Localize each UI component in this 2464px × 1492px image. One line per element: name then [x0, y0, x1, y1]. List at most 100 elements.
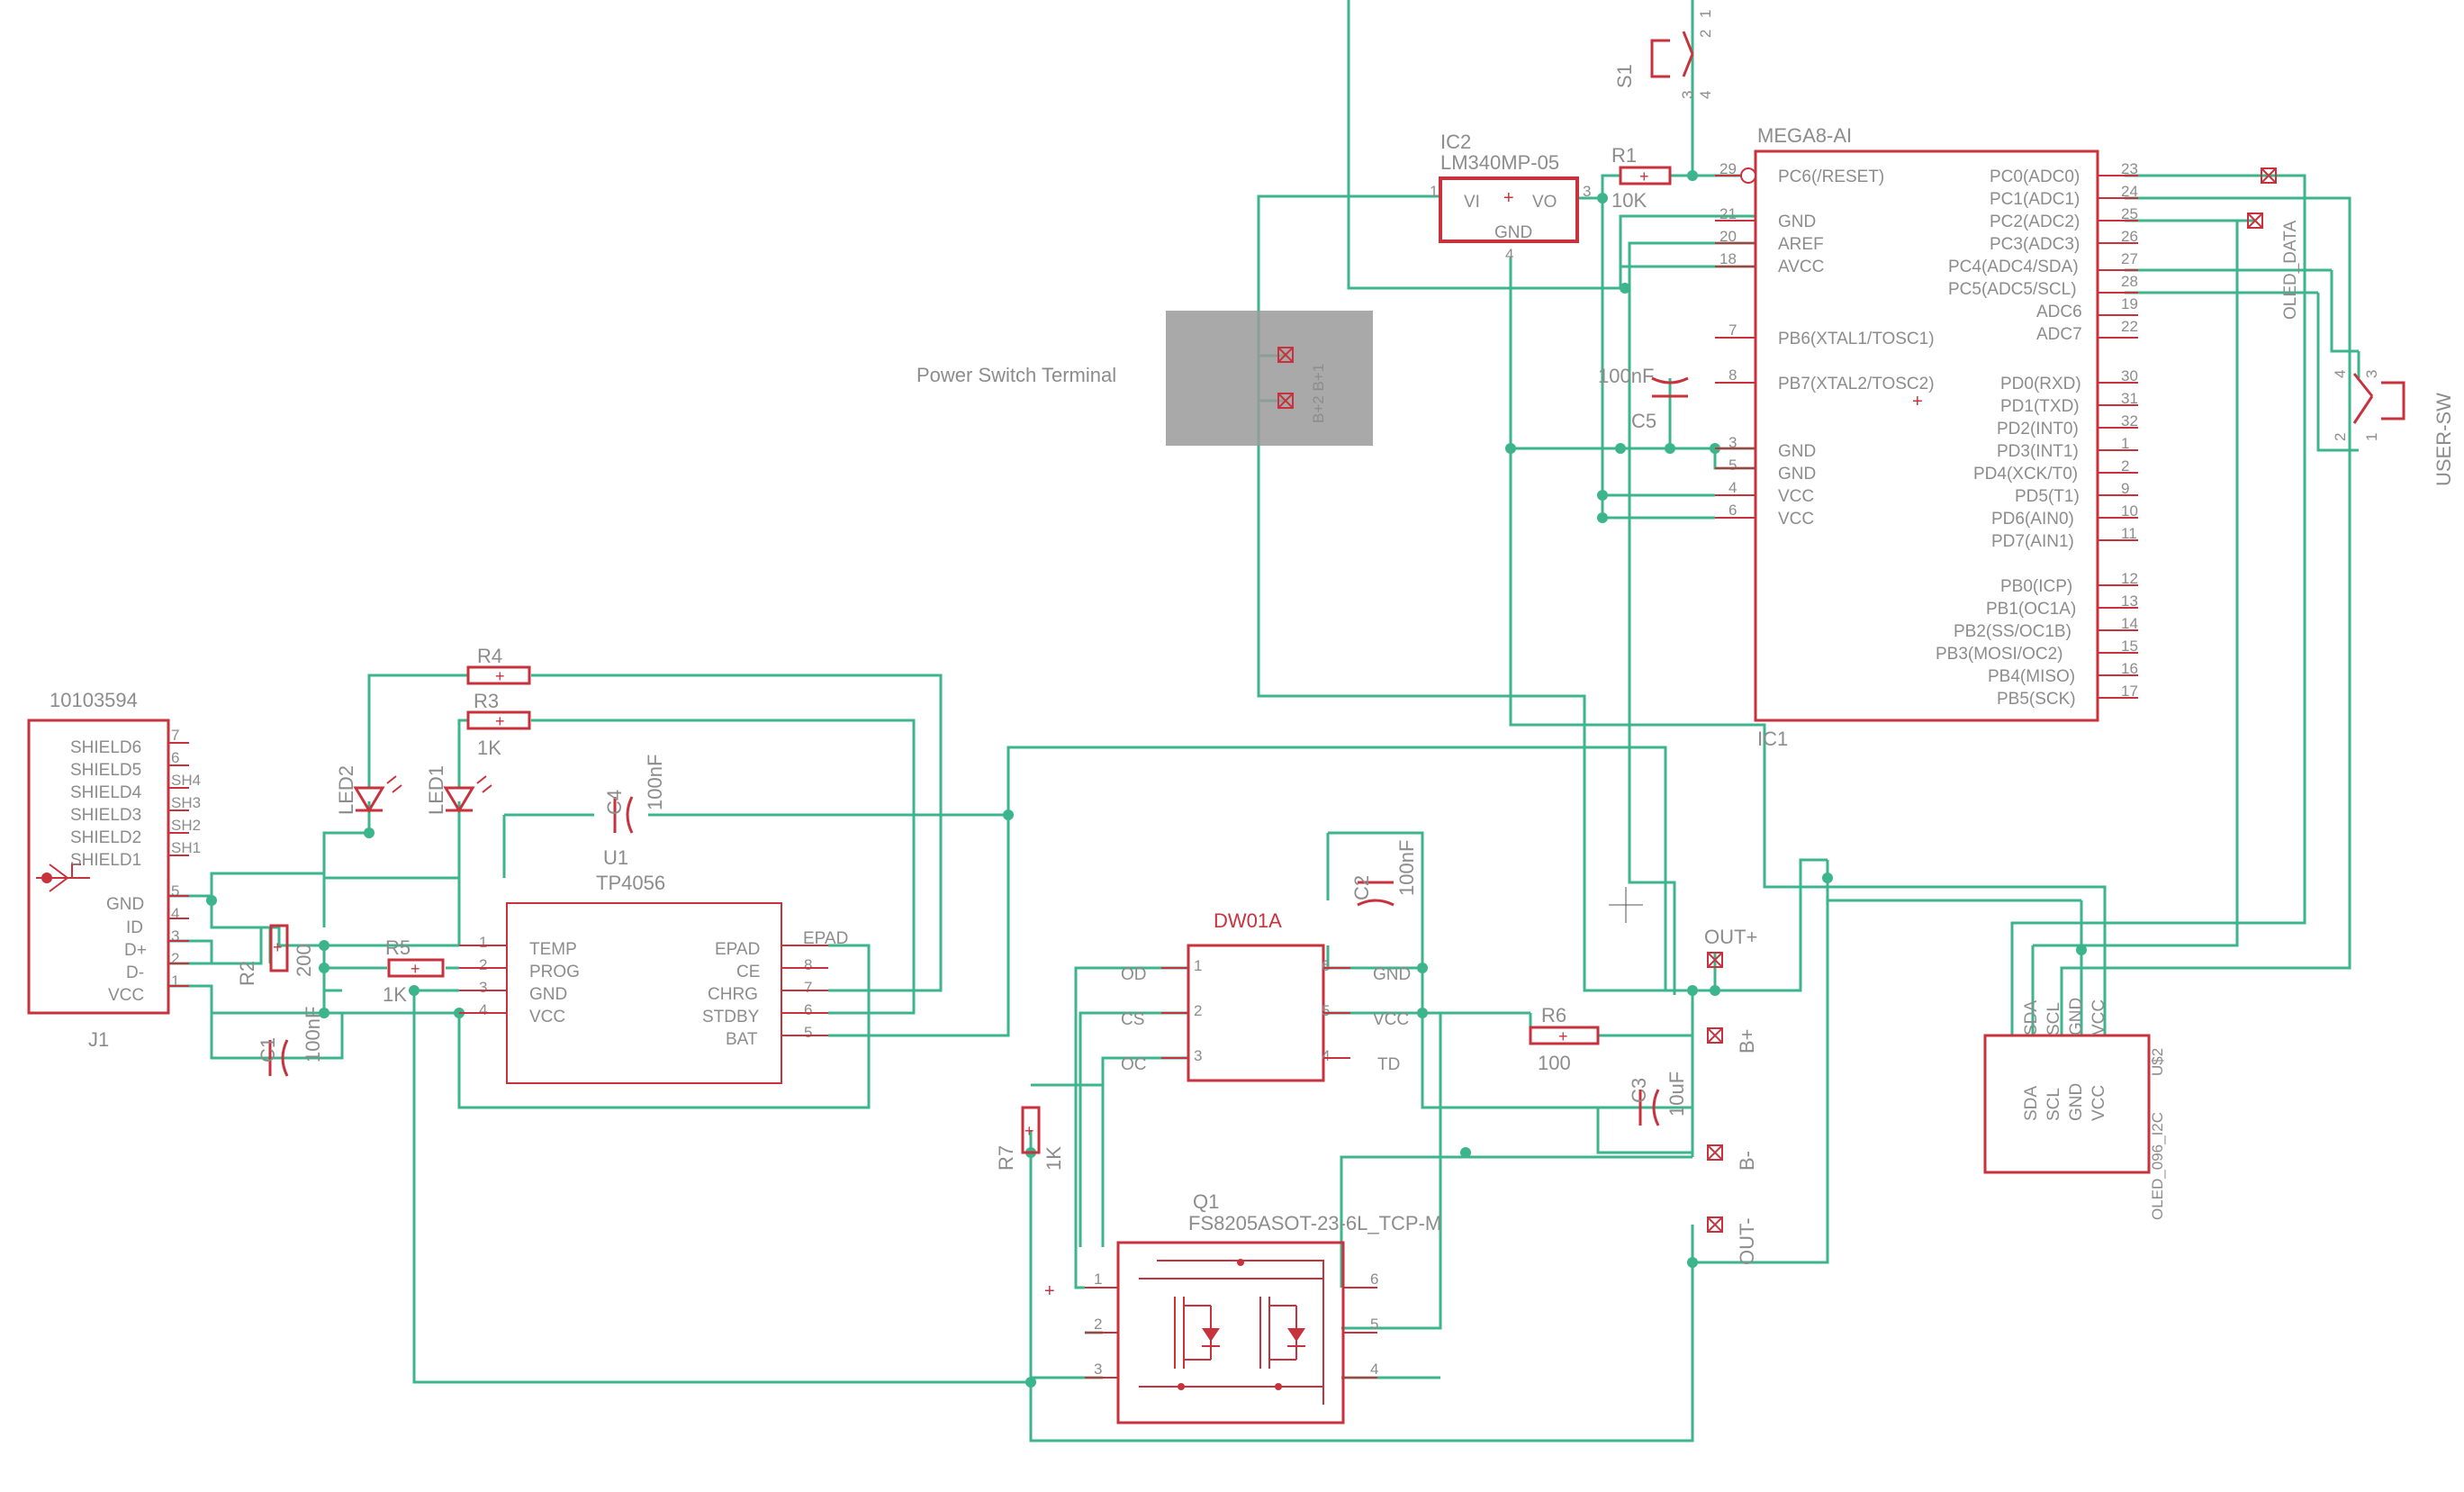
oled-module[interactable]: SDA SCL GND VCC SDA SCL GND VCC U$2 OLED…: [1983, 998, 2166, 1220]
svg-text:PB7(XTAL2/TOSC2): PB7(XTAL2/TOSC2): [1778, 375, 1935, 393]
svg-text:13: 13: [2121, 592, 2138, 610]
svg-text:25: 25: [2121, 205, 2138, 222]
oled-data-connector[interactable]: OLED_DATA: [2247, 167, 2300, 320]
power-switch-terminal[interactable]: Power Switch Terminal B+2 B+1: [916, 311, 1373, 446]
oled-pin-labels: SDA SCL GND VCC SDA SCL GND VCC: [2022, 998, 2108, 1121]
svg-text:3: 3: [2363, 370, 2380, 378]
ic2-regulator[interactable]: IC2 LM340MP-05 VI VO GND + 1 3 4: [1430, 131, 1591, 263]
r5-resistor[interactable]: + R5 1K: [383, 936, 445, 1006]
svg-text:OC: OC: [1121, 1055, 1147, 1074]
svg-text:PC4(ADC4/SDA): PC4(ADC4/SDA): [1948, 258, 2079, 276]
svg-text:SH2: SH2: [171, 817, 201, 834]
svg-text:2: 2: [1194, 1002, 1202, 1019]
svg-text:+: +: [1639, 167, 1649, 185]
svg-text:PB6(XTAL1/TOSC1): PB6(XTAL1/TOSC1): [1778, 330, 1935, 348]
svg-text:16: 16: [2121, 660, 2138, 677]
svg-text:6: 6: [1370, 1270, 1378, 1288]
svg-text:30: 30: [2121, 367, 2138, 384]
r3-label: R3: [474, 690, 499, 712]
mcu-mega8[interactable]: MEGA8-AI IC1 + PC6(/RESET) GND AREF AVCC…: [1715, 124, 2138, 750]
q1-label: Q1: [1193, 1190, 1219, 1213]
svg-text:4: 4: [1322, 1047, 1330, 1064]
svg-text:4: 4: [1697, 91, 1714, 99]
u1-epad-label: EPAD: [803, 929, 848, 948]
r3-resistor[interactable]: + R3 1K: [466, 690, 531, 759]
c4-capacitor[interactable]: C4 100nF: [603, 755, 666, 834]
c5-capacitor[interactable]: C5 100nF: [1598, 365, 1689, 432]
s1-switch[interactable]: S1 1 2 3 4: [1613, 10, 1714, 99]
j1-usb-connector[interactable]: 10103594 J1 SHIELD6 SHIELD5 SHIELD4 SHIE…: [27, 689, 201, 1051]
svg-text:+: +: [1044, 1281, 1055, 1301]
led1-diode[interactable]: LED1: [425, 765, 492, 815]
svg-text:6: 6: [1728, 502, 1737, 519]
j1-pin-shield1: SHIELD1: [70, 851, 141, 870]
out-minus-pad[interactable]: OUT-: [1707, 1216, 1758, 1265]
c1-label: C1: [257, 1037, 279, 1062]
power-switch-terminal-label: Power Switch Terminal: [916, 364, 1116, 386]
led2-diode[interactable]: LED2: [335, 765, 402, 815]
svg-text:+: +: [495, 712, 505, 730]
svg-text:1: 1: [2121, 435, 2129, 452]
r7-value: 1K: [1042, 1146, 1065, 1171]
u1-tp4056[interactable]: U1 TP4056 TEMP PROG GND VCC 1 2 3 4 EPAD…: [459, 846, 848, 1084]
svg-text:5: 5: [171, 882, 179, 900]
svg-text:4: 4: [1505, 246, 1513, 263]
r7-resistor[interactable]: + R7 1K: [995, 1106, 1065, 1171]
svg-text:PD5(T1): PD5(T1): [2015, 487, 2080, 506]
svg-text:6: 6: [1322, 957, 1330, 974]
svg-text:14: 14: [2121, 615, 2138, 632]
svg-text:GND: GND: [1373, 965, 1411, 984]
svg-text:3: 3: [171, 927, 179, 945]
r4-resistor[interactable]: + R4: [466, 645, 531, 685]
r2-resistor[interactable]: + R2 200: [236, 924, 315, 986]
svg-text:17: 17: [2121, 683, 2138, 700]
c5-value: 100nF: [1598, 365, 1654, 387]
s1-label: S1: [1613, 64, 1636, 88]
svg-text:PD1(TXD): PD1(TXD): [2000, 397, 2080, 416]
out-plus-pad[interactable]: OUT+: [1704, 926, 1757, 968]
b-plus-pad[interactable]: B+: [1707, 1027, 1758, 1053]
svg-text:SH3: SH3: [171, 794, 201, 811]
r6-resistor[interactable]: + R6 100: [1529, 1004, 1600, 1074]
svg-text:11: 11: [2121, 525, 2137, 542]
user-sw-switch[interactable]: USER-SW 4 3 2 1: [2332, 370, 2455, 486]
j1-name-label: J1: [88, 1028, 109, 1051]
c3-capacitor[interactable]: C3 10uF: [1628, 1072, 1688, 1126]
svg-text:22: 22: [2121, 318, 2138, 335]
svg-text:+: +: [1503, 188, 1514, 208]
svg-text:7: 7: [171, 727, 179, 744]
c2-value: 100nF: [1395, 840, 1418, 896]
svg-text:PC6(/RESET): PC6(/RESET): [1778, 167, 1884, 186]
svg-text:VCC: VCC: [1778, 487, 1814, 506]
c2-capacitor[interactable]: C2 100nF: [1350, 840, 1418, 907]
svg-text:3: 3: [1194, 1047, 1202, 1064]
svg-text:OD: OD: [1121, 965, 1147, 984]
r1-resistor[interactable]: + R1 10K: [1611, 144, 1672, 212]
c4-label: C4: [603, 790, 626, 815]
svg-text:PC1(ADC1): PC1(ADC1): [1990, 190, 2080, 209]
j1-pin-shield4: SHIELD4: [70, 783, 142, 802]
svg-text:PC0(ADC0): PC0(ADC0): [1990, 167, 2080, 186]
led2-label: LED2: [335, 765, 357, 815]
svg-text:SH4: SH4: [171, 772, 201, 789]
svg-text:1: 1: [2363, 433, 2380, 441]
svg-text:15: 15: [2121, 637, 2138, 655]
svg-text:GND: GND: [1778, 465, 1816, 484]
oled-part-label: OLED_096_I2C: [2149, 1112, 2166, 1220]
dw01a-protection-ic[interactable]: DW01A OD CS OC 1 2 3 GND VCC TD 6 5 4: [1121, 909, 1411, 1082]
q1-part-label: FS8205ASOT-23-6L_TCP-M: [1188, 1212, 1441, 1234]
svg-text:19: 19: [2121, 295, 2138, 312]
svg-text:VCC: VCC: [1373, 1010, 1409, 1029]
j1-pin-shield2: SHIELD2: [70, 828, 141, 847]
user-sw-label: USER-SW: [2432, 393, 2455, 486]
svg-text:GND: GND: [1778, 442, 1816, 461]
c2-label: C2: [1350, 875, 1373, 900]
q1-dual-mosfet[interactable]: Q1 FS8205ASOT-23-6L_TCP-M + 1 2 3 6 5 4: [1044, 1190, 1441, 1424]
mcu-part-label: MEGA8-AI: [1757, 124, 1852, 147]
svg-text:PB3(MOSI/OC2): PB3(MOSI/OC2): [1936, 645, 2062, 664]
svg-text:PB5(SCK): PB5(SCK): [1997, 690, 2076, 709]
b-minus-pad[interactable]: B-: [1707, 1144, 1758, 1171]
c1-capacitor[interactable]: C1 100nF: [257, 1007, 324, 1077]
